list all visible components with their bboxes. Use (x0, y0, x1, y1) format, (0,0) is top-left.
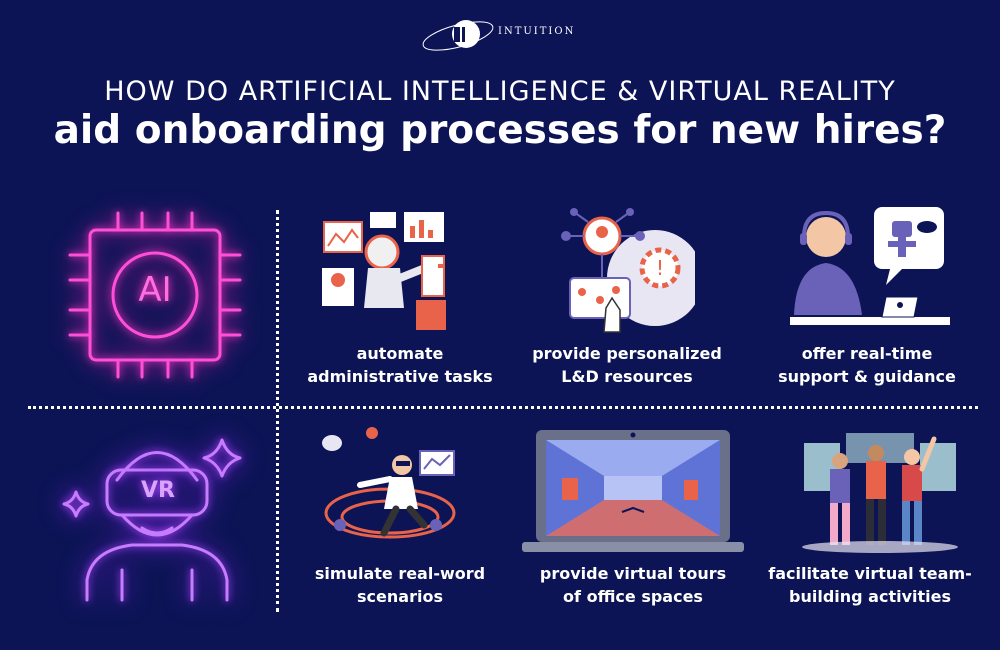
laptop-virtual-tour-illustration (522, 428, 744, 556)
vr-simulation-illustration (320, 425, 460, 555)
intuition-logo (418, 14, 588, 56)
vr-headset-person-icon (62, 420, 262, 605)
logo-icon (422, 20, 494, 51)
title-line2: aid onboarding processes for new hires? (53, 108, 947, 153)
network-hand-illustration: ! (560, 208, 703, 336)
ai-chip-icon (60, 205, 250, 385)
vr-team-illustration (800, 425, 960, 555)
robot-dashboard-illustration (318, 208, 458, 336)
brand-name: INTUITION (498, 26, 576, 37)
label-personalized-resources: provide personalized L&D resources (532, 344, 722, 386)
label-real-time-support: offer real-time support & guidance (778, 344, 956, 386)
label-team-building: facilitate virtual team- building activi… (768, 564, 972, 606)
label-automate-tasks: automate administrative tasks (307, 344, 493, 386)
vertical-divider (276, 210, 279, 612)
support-agent-robot-illustration (790, 205, 950, 335)
ai-icon-label: AI (138, 270, 172, 310)
svg-text:!: ! (656, 256, 664, 280)
label-virtual-tours: provide virtual tours of office spaces (539, 564, 727, 606)
horizontal-divider (28, 406, 978, 409)
vr-icon-label: VR (141, 478, 175, 503)
title-line1: HOW DO ARTIFICIAL INTELLIGENCE & VIRTUAL… (104, 76, 896, 107)
label-simulate-scenarios: simulate real-word scenarios (314, 564, 486, 606)
